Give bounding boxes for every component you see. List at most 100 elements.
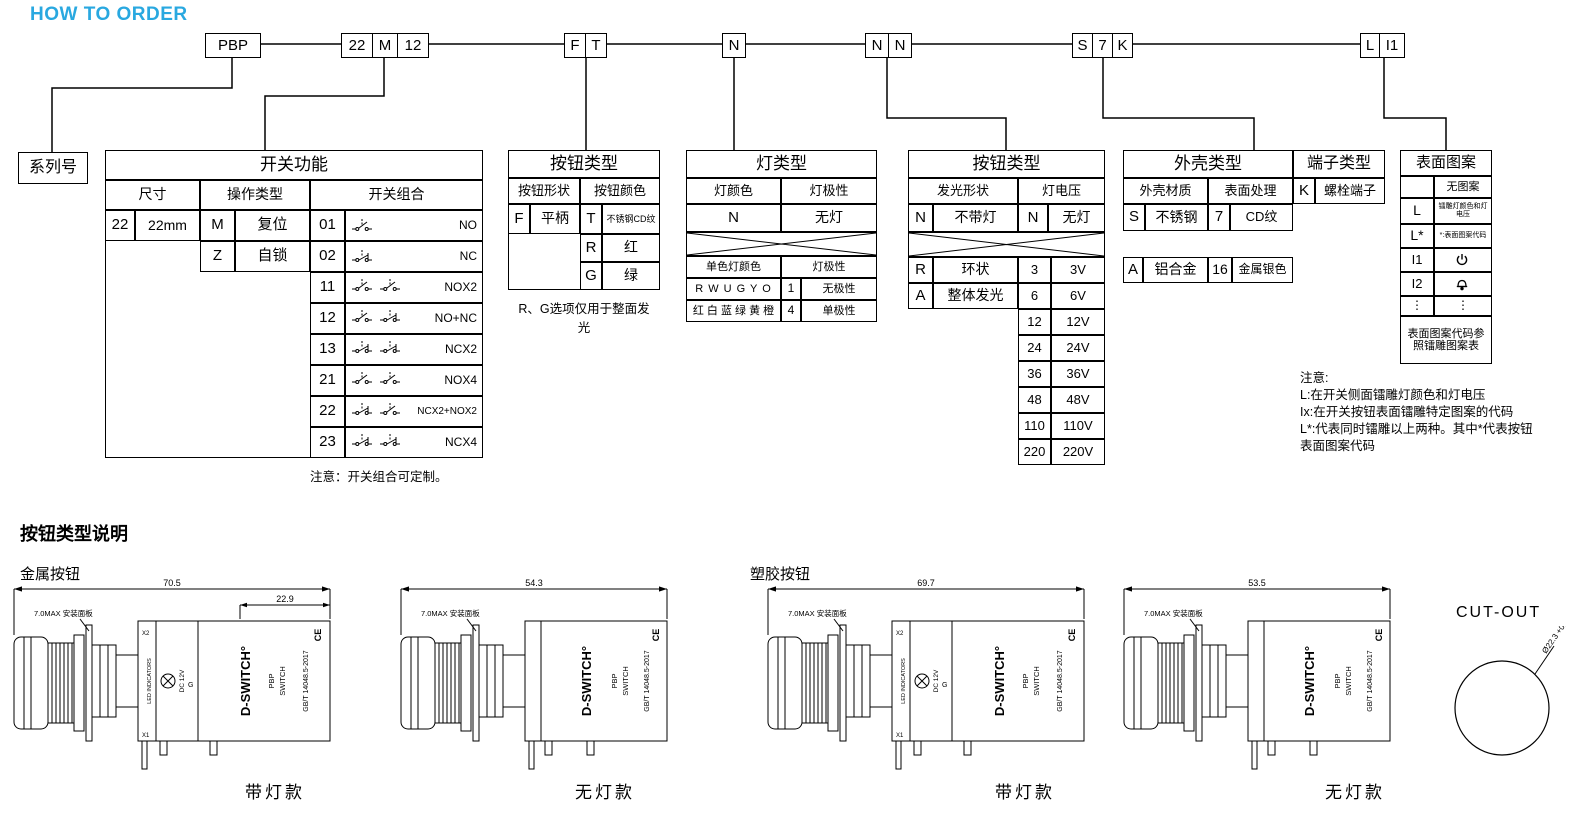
il-col-voltage: 灯电压 [1018,178,1105,204]
ce-mark: CE [313,629,323,642]
surface-l-code: L [1400,198,1434,224]
sf-op-code: Z [200,241,235,272]
housing-finish: 金属银色 [1232,257,1293,283]
dim-panel: 7.0MAX 安装面板 [1144,608,1203,618]
voltage-label: 24V [1051,335,1105,361]
combo-code: 12 [310,303,345,334]
ground-label: G [188,682,193,689]
ce-mark: CE [1067,629,1077,642]
note-line: Ix:在开关按钮表面镭雕特定图案的代码 [1300,405,1514,419]
note-line: L:在开关侧面镭雕灯颜色和灯电压 [1300,388,1486,402]
il-shape-label: 整体发光 [933,283,1018,309]
bt-col-color: 按钮颜色 [580,178,660,204]
contact-symbol-nc [379,340,401,355]
surface-i1-cell [1434,248,1492,272]
lt-none-label: 无灯 [781,204,877,232]
il-none-shape-code: N [908,204,933,232]
combo-label: NCX2+NOX2 [417,405,477,417]
voltage-label: 12V [1051,309,1105,335]
model-label: SWITCH [278,666,287,696]
terminal-label: 螺栓端子 [1315,178,1385,204]
voltage-label: 110V [1051,413,1105,439]
lt-col-color: 灯颜色 [686,178,781,204]
sf-op-label: 自锁 [235,241,310,272]
combo-code: 22 [310,396,345,427]
drawing-caption: 带灯款 [995,783,1055,802]
surface-i1-code: I1 [1400,248,1434,272]
contact-symbol-nc [351,249,373,264]
combo-row: NOX4 [345,365,483,396]
surface-more-right: ⋮ [1434,296,1492,316]
voltage-code: 12 [1018,309,1051,335]
surface-footer: 表面图案代码参照镭雕图案表 [1400,316,1492,364]
contact-symbol-no [379,371,401,386]
code-cell: K [1112,34,1132,57]
lt-polarity-code: 1 [781,278,801,300]
contact-symbol-no [351,309,373,324]
code-cell: 7 [1092,34,1112,57]
code-cell: L [1365,37,1375,54]
standard-label: GB/T 14048.5-2017 [1057,650,1064,711]
surface-l-desc: 镭雕灯颜色和灯电压 [1434,198,1492,224]
standard-label: GB/T 14048.5-2017 [1367,650,1374,711]
combo-label: NO+NC [434,310,477,325]
lt-polarity-label: 无极性 [801,278,877,300]
code-cell: M [372,34,397,57]
housing-material: 不锈钢 [1145,204,1208,231]
brand-label: D-SWITCH° [579,646,594,716]
surface-i2-cell [1434,272,1492,296]
combo-code: 11 [310,272,345,303]
dim-body: 22.9 [276,594,294,604]
code-cell: I1 [1379,34,1404,57]
surface-none-code [1400,176,1434,198]
bt-col-shape: 按钮形状 [508,178,580,204]
combo-row: NC [345,241,483,272]
power-icon [1455,253,1469,267]
notes-title: 注意: [1300,371,1329,385]
combo-label: NO [459,217,477,232]
notes-block: 注意: L:在开关侧面镭雕灯颜色和灯电压 Ix:在开关按钮表面镭雕特定图案的代码… [1300,370,1577,455]
code-box-lamp: N [722,33,746,58]
contact-symbol-nc [379,433,401,448]
combo-code: 21 [310,365,345,396]
ground-label: G [942,682,947,689]
code-box-surface: L I1 [1360,33,1405,58]
housing-finish: CD纹 [1230,204,1293,231]
code-cell: S [1077,37,1088,54]
sf-col-combo: 开关组合 [310,180,483,210]
dim-panel: 7.0MAX 安装面板 [421,608,480,618]
combo-label: NOX2 [444,279,477,294]
lt-mono-names: 红 白 蓝 绿 黄 橙 [686,300,781,322]
contact-symbol-nc [379,309,401,324]
surface-lstar-code: L* [1400,224,1434,248]
code-cell: T [585,34,606,57]
terminal-title: 端子类型 [1293,150,1385,178]
housing-col-finish: 表面处理 [1208,178,1293,204]
metal-button-label: 金属按钮 [20,566,81,583]
surface-i2-code: I2 [1400,272,1434,296]
contact-symbol-no [351,278,373,293]
series-label-box: 系列号 [18,152,88,184]
dim-total: 69.7 [917,578,935,588]
terminal-x1-label: X1 [896,733,904,739]
model-label: SWITCH [1032,666,1041,696]
crossed-out-region [686,232,877,256]
code-box-function: 22 M 12 [341,33,429,58]
bt-color-label: 红 [602,234,660,262]
dim-panel: 7.0MAX 安装面板 [788,608,847,618]
drawing-caption: 无灯款 [1325,783,1385,802]
code-cell: N [871,37,883,54]
sf-size-label: 22mm [135,210,200,241]
cutout-label: CUT-OUT [1456,604,1542,621]
contact-symbol-nc [351,340,373,355]
sf-size-code: 22 [105,210,135,241]
terminal-code: K [1293,178,1315,204]
voltage-code: 24 [1018,335,1051,361]
page-title: HOW TO ORDER [30,4,188,25]
surface-more-left: ⋮ [1400,296,1434,316]
section-title: 按钮类型说明 [20,524,128,544]
contact-symbol-nc [351,402,373,417]
standard-label: GB/T 14048.5-2017 [303,650,310,711]
contact-symbol-no [351,218,373,233]
sf-title: 开关功能 [105,150,483,180]
